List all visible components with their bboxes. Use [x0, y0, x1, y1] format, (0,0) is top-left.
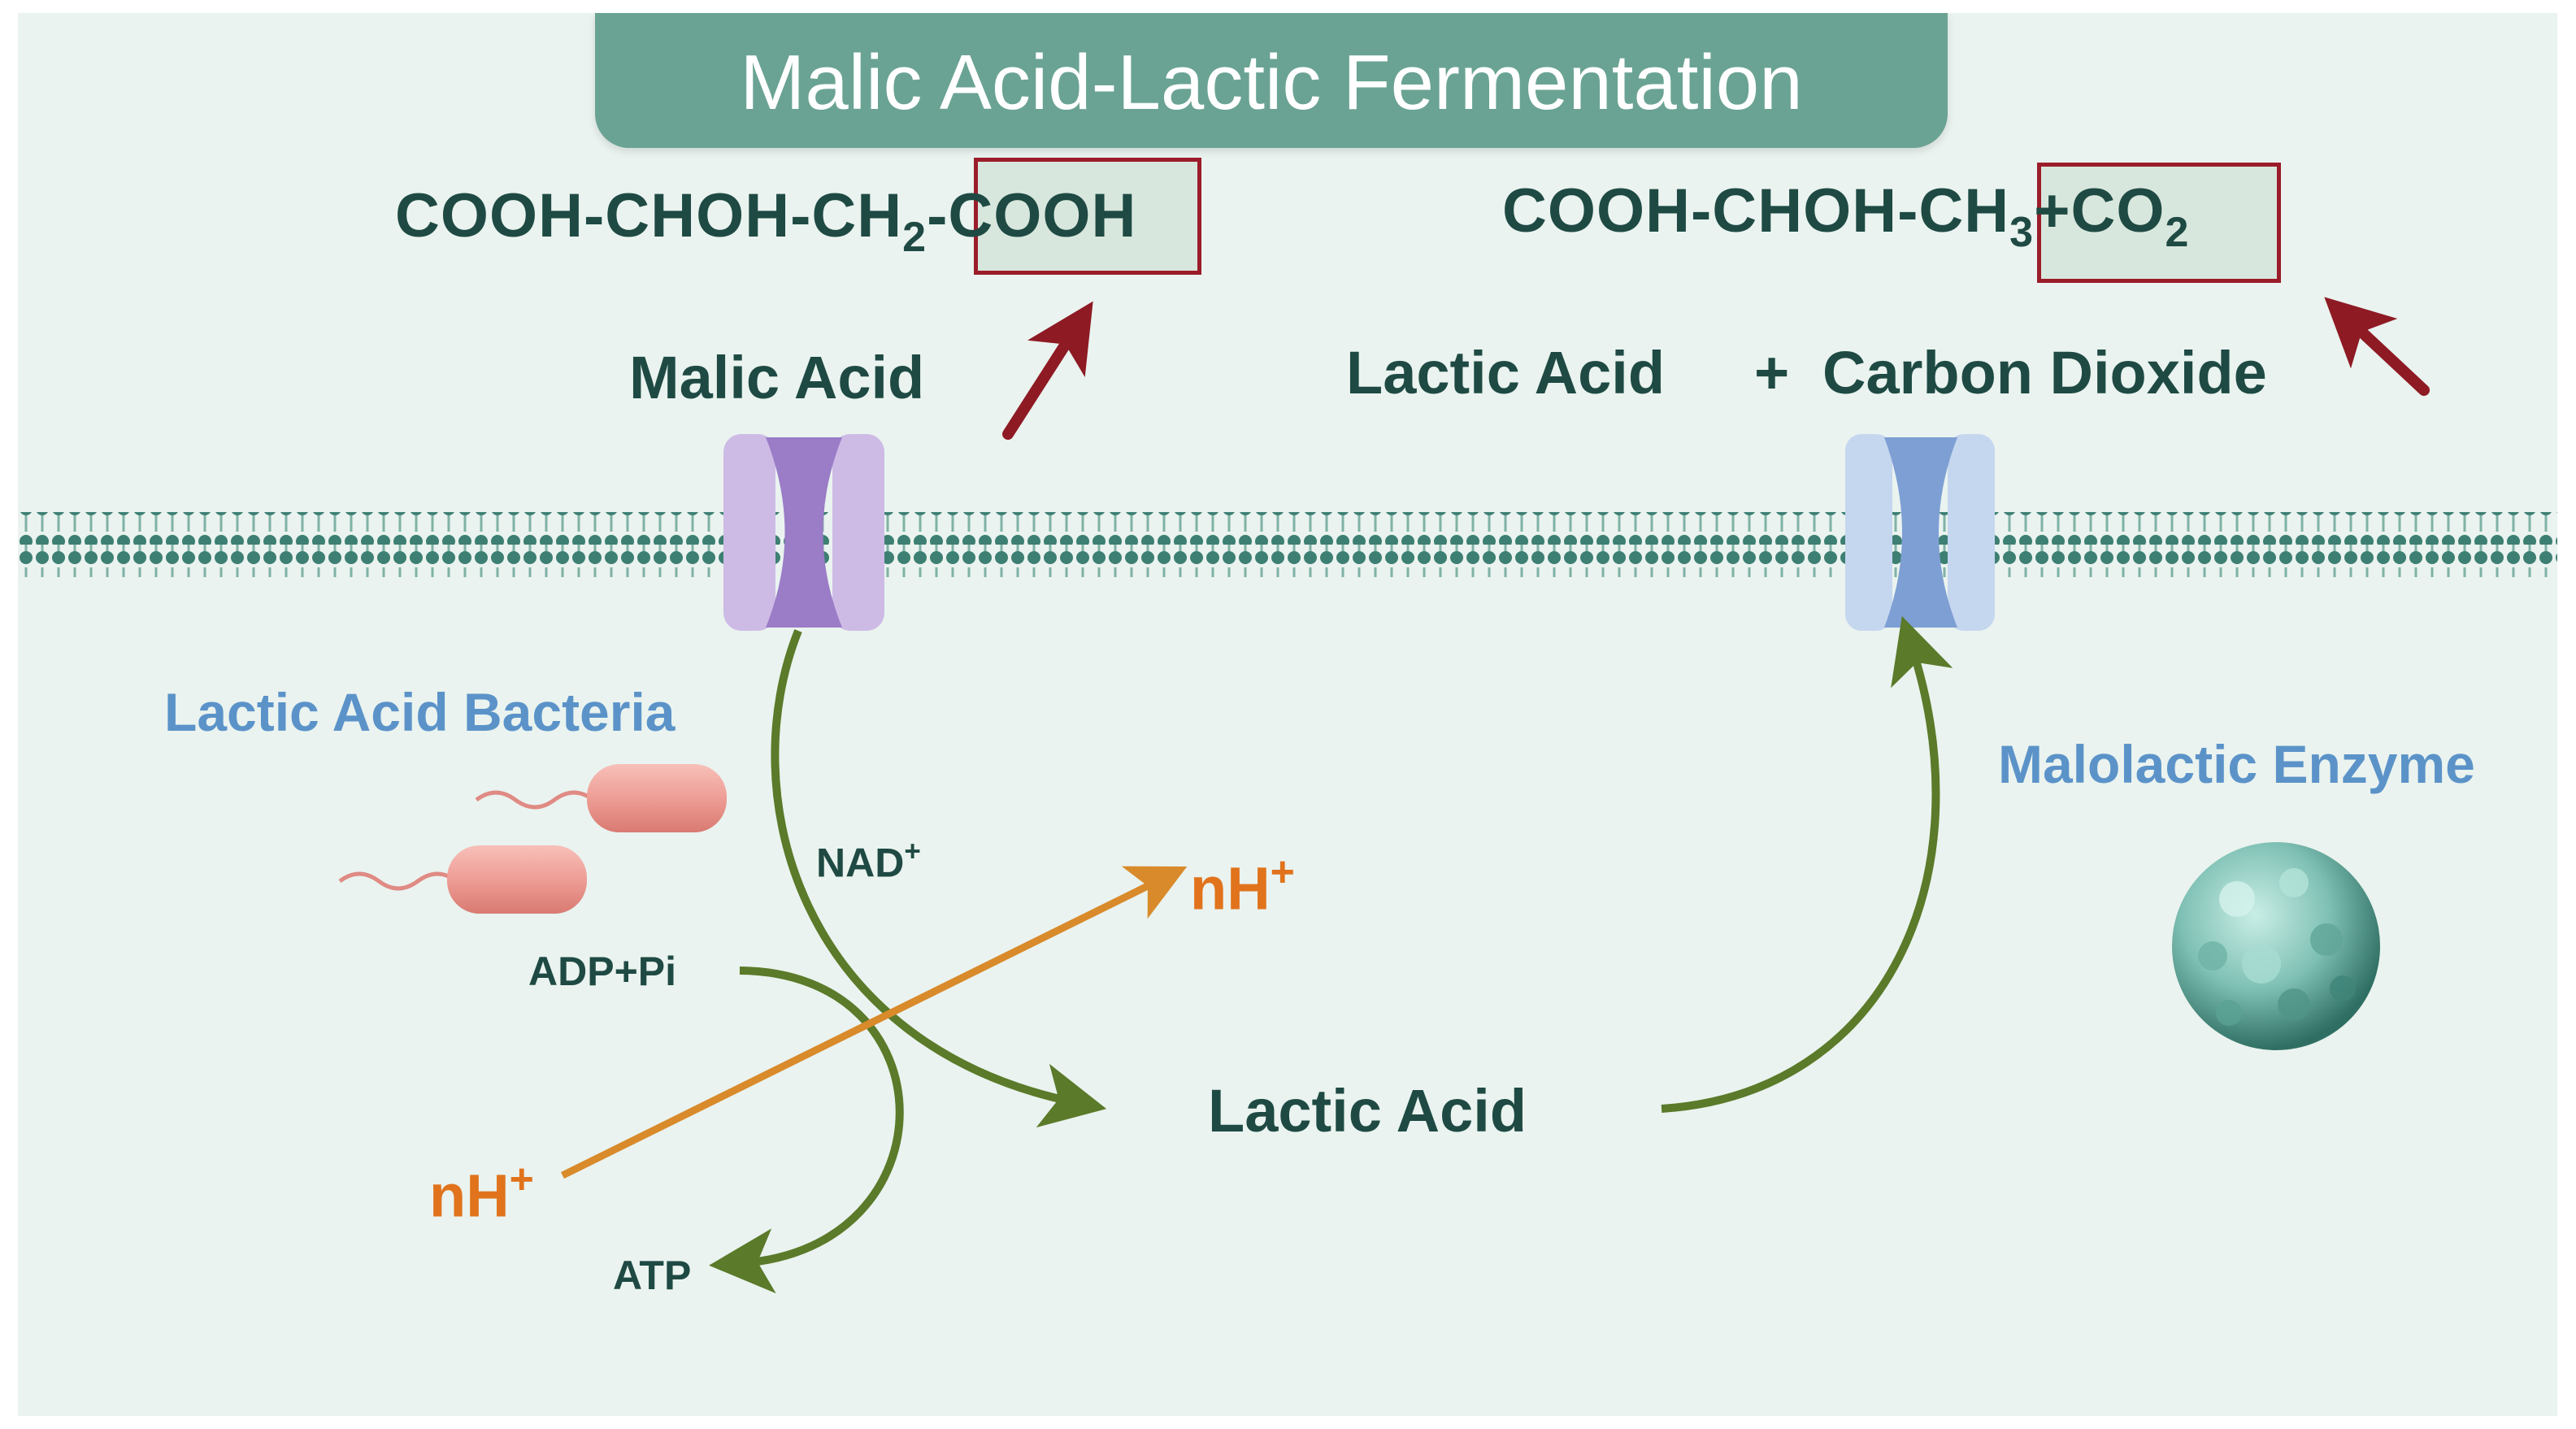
adp-to-atp-arrow [709, 966, 904, 1294]
red-arrow-icon [1002, 301, 1093, 440]
formula-right-co2: +CO [2034, 176, 2165, 245]
lactic-acid-formula: COOH-CHOH-CH3+CO2 [1502, 176, 2189, 257]
formula-right-main: COOH-CHOH-CH [1502, 176, 2010, 245]
page-title: Malic Acid-Lactic Fermentation [740, 39, 1803, 126]
malic-acid-formula: COOH-CHOH-CH2-COOH [395, 180, 1136, 262]
carboxyl-highlight-box [974, 158, 1201, 275]
bacterium-icon [338, 845, 587, 914]
malic-acid-label: Malic Acid [629, 344, 925, 411]
adp-pi-label: ADP+Pi [528, 949, 677, 994]
co2-highlight-box [2037, 163, 2281, 283]
diagram-graphics [18, 297, 2557, 1294]
proton-out-superscript: + [1270, 848, 1295, 895]
formula-right-subscript-1: 3 [2009, 209, 2035, 256]
enzyme-sphere-icon [2172, 842, 2380, 1050]
slide: Malic Acid-Lactic Fermentation COOH-CHOH… [18, 13, 2557, 1416]
lactate-co2-channel [1845, 434, 1995, 631]
bacterium-icon [475, 764, 727, 832]
formula-right-subscript-2: 2 [2165, 209, 2190, 256]
lactic-exit-arrow [1661, 615, 1953, 1113]
proton-out-text: nH [1190, 854, 1271, 923]
title-banner: Malic Acid-Lactic Fermentation [595, 13, 1948, 148]
lactic-acid-bottom-label: Lactic Acid [1208, 1077, 1527, 1145]
malic-acid-channel [723, 434, 884, 631]
malic-to-lactic-arrow [771, 629, 1107, 1128]
proton-in-text: nH [429, 1162, 510, 1230]
proton-in-label: nH+ [429, 1154, 534, 1230]
proton-out-label: nH+ [1190, 847, 1295, 923]
membrane-bilayer [18, 512, 2557, 577]
lactic-acid-bacteria-label: Lactic Acid Bacteria [164, 682, 675, 742]
lactic-acid-top-label: Lactic Acid [1346, 339, 1666, 406]
carbon-dioxide-label: Carbon Dioxide [1822, 339, 2267, 406]
malolactic-enzyme-label: Malolactic Enzyme [1998, 734, 2475, 794]
atp-label: ATP [613, 1253, 692, 1298]
proton-in-superscript: + [509, 1155, 534, 1202]
red-arrow-icon [2324, 297, 2430, 396]
nad-label: NAD+ [816, 836, 921, 886]
plus-sign: + [1754, 339, 1790, 406]
formula-left-main: COOH-CHOH-CH [395, 181, 903, 250]
nad-superscript: + [904, 836, 921, 867]
proton-arrow [561, 866, 1188, 1179]
formula-left-carboxyl: -COOH [927, 181, 1137, 250]
formula-left-subscript: 2 [902, 214, 927, 261]
nad-text: NAD [816, 840, 905, 886]
